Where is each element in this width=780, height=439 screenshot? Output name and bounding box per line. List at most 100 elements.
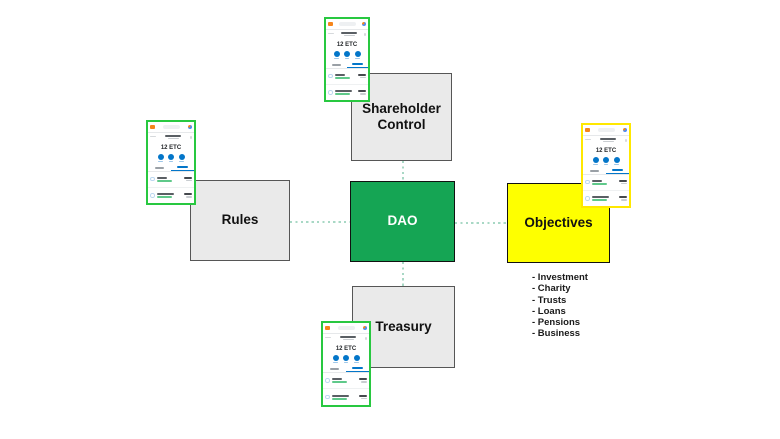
menu-dots-icon: [625, 138, 627, 142]
transaction-text-placeholder: [156, 193, 183, 198]
network-selector: [597, 128, 615, 132]
wallet-action-button: [592, 156, 599, 165]
node-shareholder-control[interactable]: Shareholder Control: [351, 73, 452, 161]
metamask-fox-icon: [325, 325, 330, 331]
wallet-header: [326, 19, 368, 30]
account-avatar: [622, 127, 627, 133]
wallet-tab: [326, 62, 347, 68]
wallet-tabs: [326, 62, 368, 69]
transaction-icon: [585, 179, 590, 185]
objectives-list-item: - Loans: [532, 305, 566, 317]
network-selector: [337, 326, 355, 330]
node-objectives-label: Objectives: [524, 214, 593, 230]
network-selector: [162, 125, 180, 129]
transaction-icon: [150, 176, 155, 182]
menu-dots-icon: [190, 135, 192, 139]
wallet-action-buttons: [148, 153, 194, 162]
transaction-text-placeholder: [591, 196, 618, 201]
account-avatar: [361, 21, 366, 27]
wallet-action-button: [343, 354, 349, 363]
transaction-text-placeholder: [331, 394, 358, 400]
transaction-text-placeholder: [591, 179, 618, 185]
wallet-screenshot-shareholder[interactable]: 12 ETC: [324, 17, 370, 102]
text-placeholder: [585, 138, 591, 141]
account-name-placeholder: [331, 335, 365, 341]
transaction-icon: [325, 394, 330, 400]
menu-dots-icon: [365, 336, 367, 340]
wallet-balance: 12 ETC: [595, 148, 617, 154]
objectives-list-item: - Pensions: [532, 317, 581, 329]
node-dao[interactable]: DAO: [350, 181, 455, 262]
wallet-header: [323, 323, 369, 334]
transaction-amount-placeholder: [184, 176, 192, 182]
transaction-row: [323, 389, 369, 405]
wallet-action-button: [333, 50, 340, 59]
transaction-row: [583, 191, 629, 206]
node-rules[interactable]: Rules: [190, 180, 290, 261]
connector-rules-dao: [290, 221, 350, 223]
transaction-amount-placeholder: [359, 378, 367, 383]
transaction-row: [326, 85, 368, 100]
wallet-screenshot-objectives[interactable]: 12 ETC: [581, 123, 631, 208]
transaction-row: [148, 172, 194, 188]
wallet-tab-active: [347, 62, 368, 68]
network-selector: [338, 22, 356, 26]
account-name-placeholder: [591, 137, 625, 143]
transaction-row: [323, 373, 369, 390]
wallet-header: [148, 122, 194, 133]
wallet-action-button: [332, 354, 339, 363]
transaction-text-placeholder: [331, 378, 358, 383]
transaction-amount-placeholder: [619, 179, 627, 185]
text-placeholder: [325, 336, 331, 339]
wallet-tabs: [583, 168, 629, 175]
wallet-action-buttons: [323, 354, 369, 363]
wallet-account-row: [148, 133, 194, 143]
node-rules-label: Rules: [221, 212, 259, 228]
menu-dots-icon: [364, 32, 366, 36]
wallet-tabs: [148, 165, 194, 172]
wallet-tab-active: [606, 168, 629, 174]
transaction-icon: [328, 90, 333, 95]
transaction-row: [326, 69, 368, 85]
transaction-icon: [150, 193, 155, 198]
transaction-amount-placeholder: [358, 90, 366, 95]
metamask-fox-icon: [328, 21, 333, 27]
objectives-list-item: - Business: [532, 328, 581, 340]
wallet-action-button: [344, 50, 350, 59]
wallet-tab-active: [171, 165, 194, 171]
wallet-action-button: [613, 156, 620, 165]
objectives-list-item: - Charity: [532, 283, 571, 295]
text-placeholder: [328, 32, 334, 35]
transaction-amount-placeholder: [358, 73, 366, 79]
wallet-header: [583, 125, 629, 136]
account-avatar: [362, 325, 367, 331]
connector-dao-treasury: [402, 262, 404, 286]
wallet-account-row: [323, 334, 369, 344]
wallet-tab-active: [346, 366, 369, 372]
objectives-list-item: - Investment: [532, 272, 588, 283]
wallet-tabs: [323, 366, 369, 373]
wallet-account-row: [326, 30, 368, 40]
text-placeholder: [150, 135, 156, 138]
transaction-row: [148, 188, 194, 203]
wallet-balance: 12 ETC: [335, 346, 357, 352]
wallet-screenshot-rules[interactable]: 12 ETC: [146, 120, 196, 205]
metamask-fox-icon: [585, 127, 590, 133]
objectives-list[interactable]: - Investment - Charity - Trusts - Loans …: [532, 272, 622, 340]
transaction-icon: [585, 196, 590, 201]
connector-shareholder-dao: [402, 161, 404, 181]
wallet-action-buttons: [326, 50, 368, 59]
wallet-action-buttons: [583, 156, 629, 165]
transaction-text-placeholder: [334, 90, 357, 95]
transaction-amount-placeholder: [359, 394, 367, 400]
node-shareholder-control-label: Shareholder Control: [362, 100, 441, 133]
account-avatar: [187, 124, 192, 130]
objectives-list-item: - Trusts: [532, 294, 567, 306]
wallet-action-button: [603, 156, 609, 165]
wallet-screenshot-treasury[interactable]: 12 ETC: [321, 321, 371, 407]
wallet-tab: [323, 366, 346, 372]
wallet-balance: 12 ETC: [160, 145, 182, 151]
transaction-amount-placeholder: [184, 193, 192, 198]
connector-dao-objectives: [455, 222, 507, 224]
wallet-action-button: [354, 50, 361, 59]
